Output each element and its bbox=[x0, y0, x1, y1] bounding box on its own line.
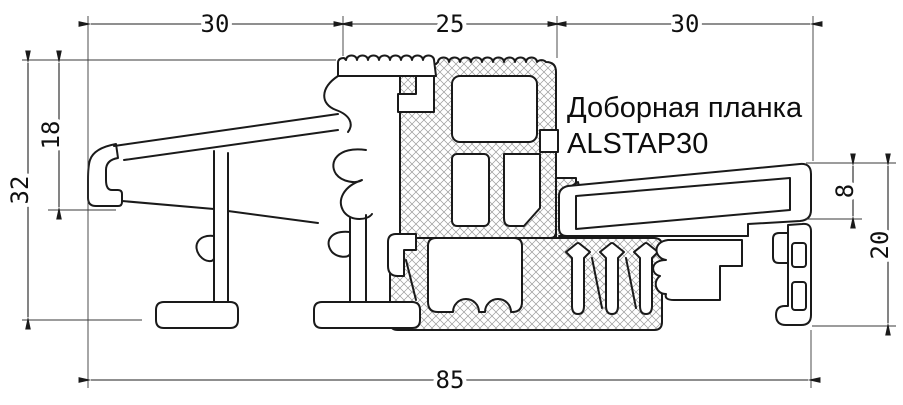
callout-line1: Доборная планка bbox=[567, 92, 803, 124]
thermal-break-cavities bbox=[387, 75, 659, 315]
gasket-flag-line bbox=[591, 257, 603, 309]
frame-nose-lip bbox=[87, 143, 123, 207]
strip-tube bbox=[558, 162, 812, 237]
strip-tube-inner bbox=[575, 177, 791, 230]
cavity-large-square bbox=[451, 75, 538, 143]
cavity-right-notch bbox=[539, 129, 559, 153]
gasket-finger bbox=[633, 242, 659, 315]
cavity-right-rect bbox=[503, 153, 541, 227]
tower-s-curve bbox=[323, 75, 352, 133]
gasket-flag-line bbox=[625, 257, 637, 309]
dim-text-right-step: 8 bbox=[831, 184, 859, 198]
gasket-left-hook bbox=[387, 233, 417, 277]
frame-top-inner-slant bbox=[123, 129, 339, 161]
tower-gasket-curl bbox=[332, 148, 373, 220]
cavity-left-rect bbox=[451, 153, 490, 227]
interlock-hook bbox=[379, 75, 435, 113]
dim-text-top-right: 30 bbox=[671, 10, 700, 38]
dim-text-top-middle: 25 bbox=[436, 10, 465, 38]
dimension-annotations: 30 25 30 32 18 8 20 85 bbox=[2, 6, 898, 398]
gasket-slant-line bbox=[405, 259, 417, 301]
strip-leg-clip bbox=[772, 232, 789, 264]
tower-leg-hook bbox=[327, 230, 351, 258]
dim-text-bottom-overall: 85 bbox=[436, 366, 465, 394]
frame-left-foot bbox=[155, 301, 239, 329]
strip-leg-cavity bbox=[791, 242, 807, 268]
addon-strip-profile bbox=[558, 162, 812, 326]
frame-wall-hook bbox=[195, 234, 215, 263]
cavity-bottom-face bbox=[427, 237, 523, 313]
strip-leg-cavity bbox=[791, 281, 807, 311]
callout-line2: ALSTAP30 bbox=[567, 128, 708, 160]
gasket-finger bbox=[565, 242, 591, 315]
frame-web-line bbox=[227, 210, 319, 224]
tower-foot bbox=[313, 301, 421, 329]
callout-label: Доборная планка ALSTAP30 bbox=[567, 92, 803, 160]
gasket-finger bbox=[599, 242, 625, 315]
left-frame-profile bbox=[87, 54, 437, 329]
dim-text-left-overall: 32 bbox=[6, 176, 34, 205]
dim-text-top-left: 30 bbox=[201, 10, 230, 38]
lower-right-step-piece bbox=[652, 239, 743, 301]
strip-right-leg bbox=[775, 222, 812, 326]
serrated-cap bbox=[337, 54, 437, 77]
frame-web-line bbox=[121, 200, 215, 210]
dim-text-left-step: 18 bbox=[37, 121, 65, 150]
dim-text-right-overall: 20 bbox=[866, 231, 894, 260]
frame-top-outer-slant bbox=[113, 113, 339, 147]
